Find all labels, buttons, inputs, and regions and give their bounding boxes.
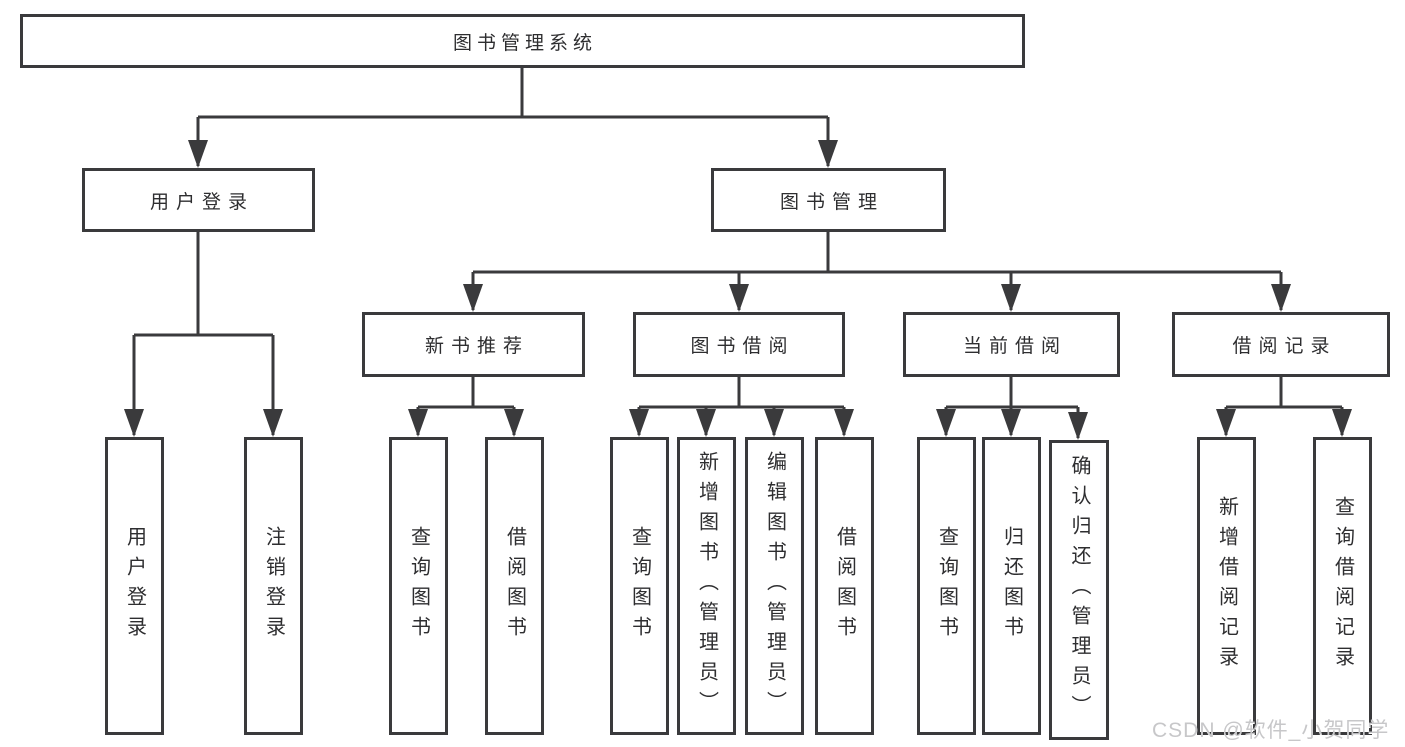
node-book-management-label: 图书管理 — [779, 191, 884, 213]
node-leaf-borrow-books-2-label: 借阅图书 — [833, 526, 856, 646]
node-leaf-add-borrow-record: 新增借阅记录 — [1197, 437, 1256, 735]
node-leaf-edit-books-admin: 编辑图书（管理员） — [745, 437, 804, 735]
node-book-borrow: 图书借阅 — [633, 312, 845, 377]
node-leaf-borrow-books-2: 借阅图书 — [815, 437, 874, 735]
csdn-watermark: CSDN @软件_小贺同学 — [1152, 719, 1390, 742]
node-leaf-query-borrow-record: 查询借阅记录 — [1313, 437, 1372, 735]
node-leaf-query-books-3: 查询图书 — [917, 437, 976, 735]
node-root-label: 图书管理系统 — [452, 32, 597, 54]
node-leaf-return-books-label: 归还图书 — [1000, 526, 1023, 646]
node-leaf-query-books-1-label: 查询图书 — [407, 526, 430, 646]
node-user-login: 用户登录 — [82, 168, 315, 232]
node-leaf-query-books-1: 查询图书 — [389, 437, 448, 735]
node-leaf-user-login-label: 用户登录 — [123, 526, 146, 646]
connector-paths — [132, 68, 1344, 438]
node-leaf-query-borrow-record-label: 查询借阅记录 — [1331, 496, 1354, 676]
node-new-book-recommend-label: 新书推荐 — [424, 336, 529, 357]
node-leaf-logout: 注销登录 — [244, 437, 303, 735]
node-leaf-confirm-return-admin: 确认归还（管理员） — [1049, 440, 1109, 740]
node-book-management: 图书管理 — [711, 168, 946, 232]
node-leaf-logout-label: 注销登录 — [262, 526, 285, 646]
node-leaf-borrow-books-1: 借阅图书 — [485, 437, 544, 735]
node-borrow-records: 借阅记录 — [1172, 312, 1390, 377]
node-leaf-edit-books-admin-label: 编辑图书（管理员） — [763, 451, 786, 721]
node-leaf-query-books-3-label: 查询图书 — [935, 526, 958, 646]
node-leaf-add-books-admin: 新增图书（管理员） — [677, 437, 736, 735]
node-leaf-return-books: 归还图书 — [982, 437, 1041, 735]
node-user-login-label: 用户登录 — [149, 191, 254, 213]
node-borrow-records-label: 借阅记录 — [1232, 336, 1337, 357]
node-new-book-recommend: 新书推荐 — [362, 312, 585, 377]
node-leaf-user-login: 用户登录 — [105, 437, 164, 735]
node-leaf-confirm-return-admin-label: 确认归还（管理员） — [1068, 455, 1090, 725]
node-leaf-add-books-admin-label: 新增图书（管理员） — [695, 451, 718, 721]
node-leaf-query-books-2: 查询图书 — [610, 437, 669, 735]
node-root: 图书管理系统 — [20, 14, 1025, 68]
node-leaf-add-borrow-record-label: 新增借阅记录 — [1215, 496, 1238, 676]
node-book-borrow-label: 图书借阅 — [690, 336, 795, 357]
node-leaf-borrow-books-1-label: 借阅图书 — [503, 526, 526, 646]
node-current-borrow: 当前借阅 — [903, 312, 1120, 377]
node-current-borrow-label: 当前借阅 — [962, 336, 1067, 357]
node-leaf-query-books-2-label: 查询图书 — [628, 526, 651, 646]
